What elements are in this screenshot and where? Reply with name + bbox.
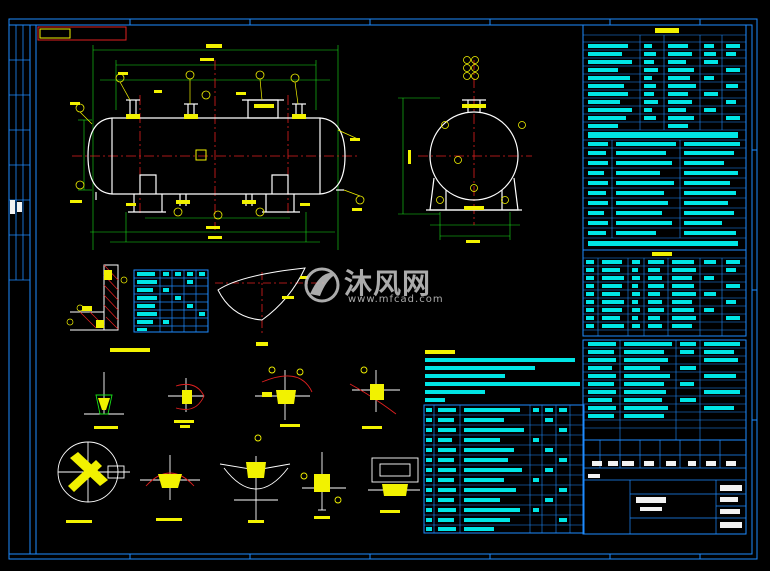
material-table-small: [133, 269, 209, 333]
left-margin-strip: [9, 25, 30, 281]
vessel-end-view: [398, 56, 532, 243]
watermark-site-url: www.mfcad.com: [348, 294, 444, 305]
parts-list-table: [423, 404, 585, 534]
technical-notes: [425, 350, 580, 402]
title-block: [582, 439, 747, 535]
design-data-table: [582, 24, 747, 251]
watermark: 沐风网 www.mfcad.com: [300, 262, 470, 312]
signature-block: [582, 339, 747, 441]
nozzle-schedule-table: [582, 249, 747, 337]
drawing-number-box: [37, 26, 127, 41]
vessel-front-view: [70, 44, 365, 250]
mfcad-logo-icon: [304, 267, 340, 303]
weld-details-row-2: [57, 434, 420, 523]
weld-details-row-1: [84, 366, 400, 429]
nozzle-detail-1: [66, 264, 150, 352]
watermark-site-name: 沐风网: [344, 267, 432, 300]
sheet-border: [8, 18, 758, 560]
